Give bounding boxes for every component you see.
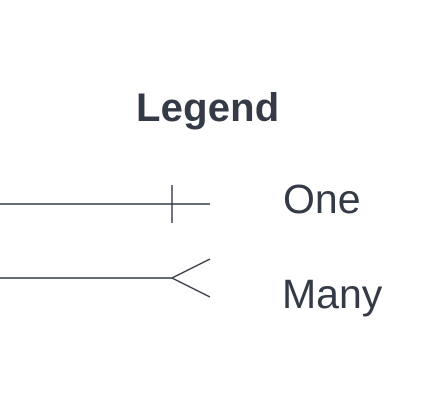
crow-foot-mark	[170, 258, 211, 298]
one-cardinality-icon	[0, 185, 210, 223]
legend-label-one: One	[283, 176, 361, 222]
many-cardinality-icon	[0, 258, 211, 298]
legend-label-many: Many	[282, 271, 383, 317]
legend-title: Legend	[136, 86, 280, 130]
